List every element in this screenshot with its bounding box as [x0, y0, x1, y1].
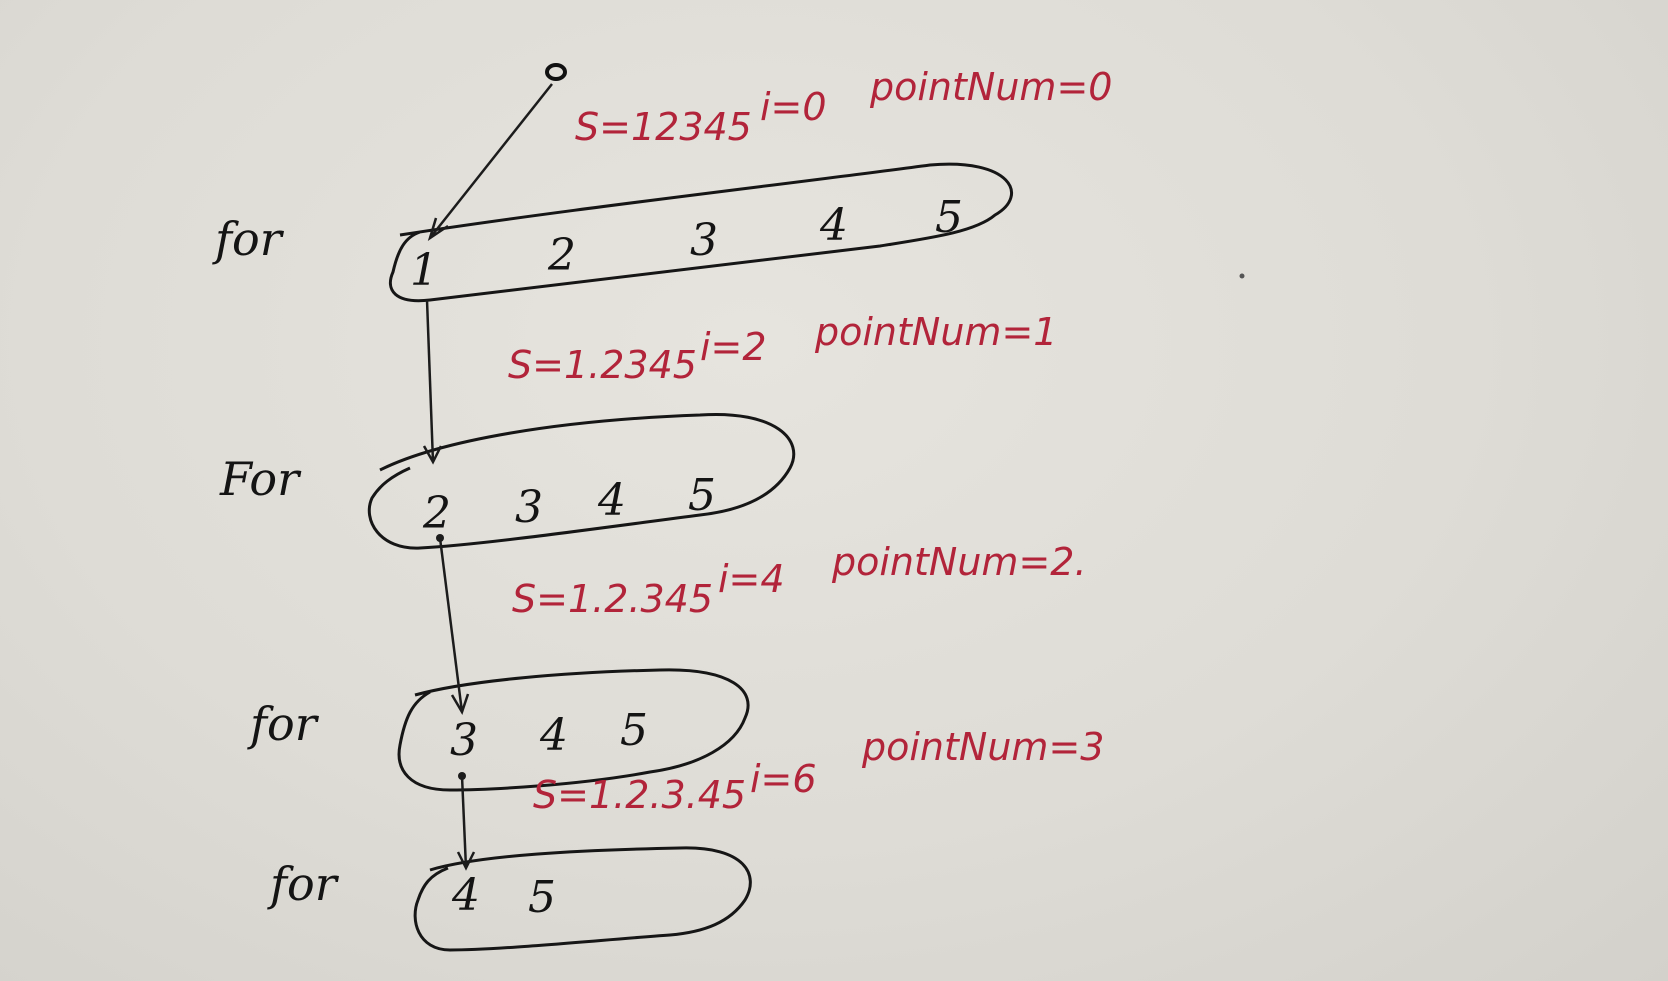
- digit: 2: [422, 488, 451, 539]
- digit: 3: [450, 715, 478, 766]
- digit: 1: [410, 245, 438, 296]
- paper-dot: [1239, 273, 1245, 279]
- for-label: for: [247, 697, 320, 751]
- loop-ring: [413, 846, 752, 952]
- arrow-start-to-level-1: [427, 83, 553, 241]
- s-value: S=12345: [575, 105, 752, 149]
- loop-level-1: for 1 2 3 4 5: [212, 162, 1014, 303]
- digit: 4: [597, 475, 626, 526]
- pointnum-value: pointNum=1: [814, 310, 1057, 354]
- digit: 3: [690, 215, 718, 266]
- pointnum-value: pointNum=2.: [831, 540, 1087, 584]
- loop-ring: [397, 668, 750, 792]
- arrow-level-1-to-level-2: [422, 299, 443, 465]
- s-value: S=1.2.3.45: [533, 773, 746, 817]
- digit: 4: [539, 710, 568, 761]
- loop-ring: [388, 162, 1014, 303]
- digit: 5: [688, 470, 716, 521]
- i-value: i=0: [760, 85, 827, 129]
- loop-ring: [367, 412, 796, 550]
- state-annotation-2: S=1.2345 i=2 pointNum=1: [508, 310, 1057, 387]
- digit: 5: [528, 872, 556, 923]
- pointnum-value: pointNum=0: [869, 65, 1112, 109]
- digit: 3: [515, 482, 543, 533]
- s-value: S=1.2345: [508, 343, 697, 387]
- state-annotation-1: S=12345 i=0 pointNum=0: [575, 65, 1112, 149]
- loop-level-2: For 2 3 4 5: [219, 412, 796, 550]
- pointnum-value: pointNum=3: [861, 725, 1104, 769]
- start-node: [545, 63, 567, 81]
- digit: 4: [819, 200, 848, 251]
- loop-level-3: for 3 4 5: [247, 668, 750, 792]
- i-value: i=4: [718, 557, 785, 601]
- arrow-level-3-to-level-4: [456, 772, 476, 871]
- arrow-level-2-to-level-3: [436, 534, 470, 716]
- digit: 5: [620, 705, 648, 756]
- i-value: i=2: [700, 325, 767, 369]
- for-label: For: [219, 452, 302, 506]
- loop-level-4: for 4 5: [267, 846, 752, 952]
- i-value: i=6: [750, 757, 817, 801]
- digit: 4: [451, 870, 480, 921]
- state-annotation-3: S=1.2.345 i=4 pointNum=2.: [512, 540, 1087, 621]
- state-annotation-4: S=1.2.3.45 i=6 pointNum=3: [533, 725, 1104, 817]
- digit: 2: [547, 230, 576, 281]
- for-label: for: [267, 857, 340, 911]
- digit: 5: [935, 192, 963, 243]
- s-value: S=1.2.345: [512, 577, 713, 621]
- for-label: for: [212, 212, 285, 266]
